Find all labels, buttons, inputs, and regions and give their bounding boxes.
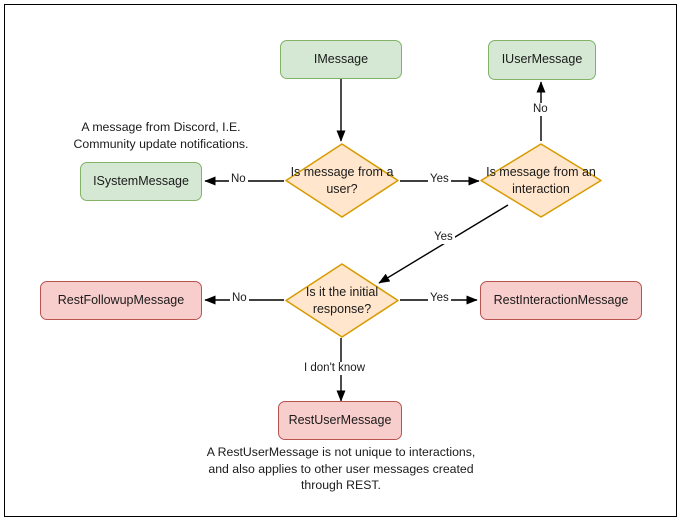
edge-label-interaction-no: No (531, 103, 550, 116)
node-restfollowupmessage[interactable]: RestFollowupMessage (40, 281, 202, 320)
diamond-shape (285, 143, 399, 218)
node-restinteractionmessage-label: RestInteractionMessage (493, 292, 629, 307)
edge-label-initial-yes: Yes (428, 292, 451, 305)
note-system-message: A message from Discord, I.E. Community u… (73, 120, 249, 151)
node-is-it-initial-response[interactable]: Is it the initial response? (284, 262, 400, 339)
node-isystemmessage-label: ISystemMessage (93, 173, 189, 188)
node-restusermessage[interactable]: RestUserMessage (278, 401, 402, 440)
edge-label-interaction-yes: Yes (432, 231, 455, 244)
note-rest-user-message: A RestUserMessage is not unique to inter… (206, 445, 476, 493)
node-isystemmessage[interactable]: ISystemMessage (80, 162, 202, 201)
edge-label-user-no: No (229, 173, 248, 186)
edge-label-initial-unknown: I don't know (302, 362, 368, 375)
node-is-message-from-user-label: Is message from a user? (290, 165, 394, 196)
node-is-message-from-user[interactable]: Is message from a user? (284, 142, 400, 219)
node-imessage-label: IMessage (313, 51, 369, 66)
node-restinteractionmessage[interactable]: RestInteractionMessage (480, 281, 642, 320)
edge-label-initial-no: No (230, 292, 249, 305)
node-is-it-initial-response-label: Is it the initial response? (305, 285, 379, 316)
node-imessage[interactable]: IMessage (280, 40, 402, 79)
diamond-shape (480, 143, 602, 218)
node-is-message-from-interaction-label: Is message from an interaction (486, 165, 596, 196)
diamond-shape (285, 263, 399, 338)
node-is-message-from-interaction[interactable]: Is message from an interaction (479, 142, 603, 219)
node-restusermessage-label: RestUserMessage (288, 412, 392, 427)
node-iusermessage-label: IUserMessage (501, 52, 583, 67)
node-iusermessage[interactable]: IUserMessage (488, 40, 596, 80)
node-restfollowupmessage-label: RestFollowupMessage (57, 292, 185, 307)
edge-label-user-yes: Yes (428, 173, 451, 186)
